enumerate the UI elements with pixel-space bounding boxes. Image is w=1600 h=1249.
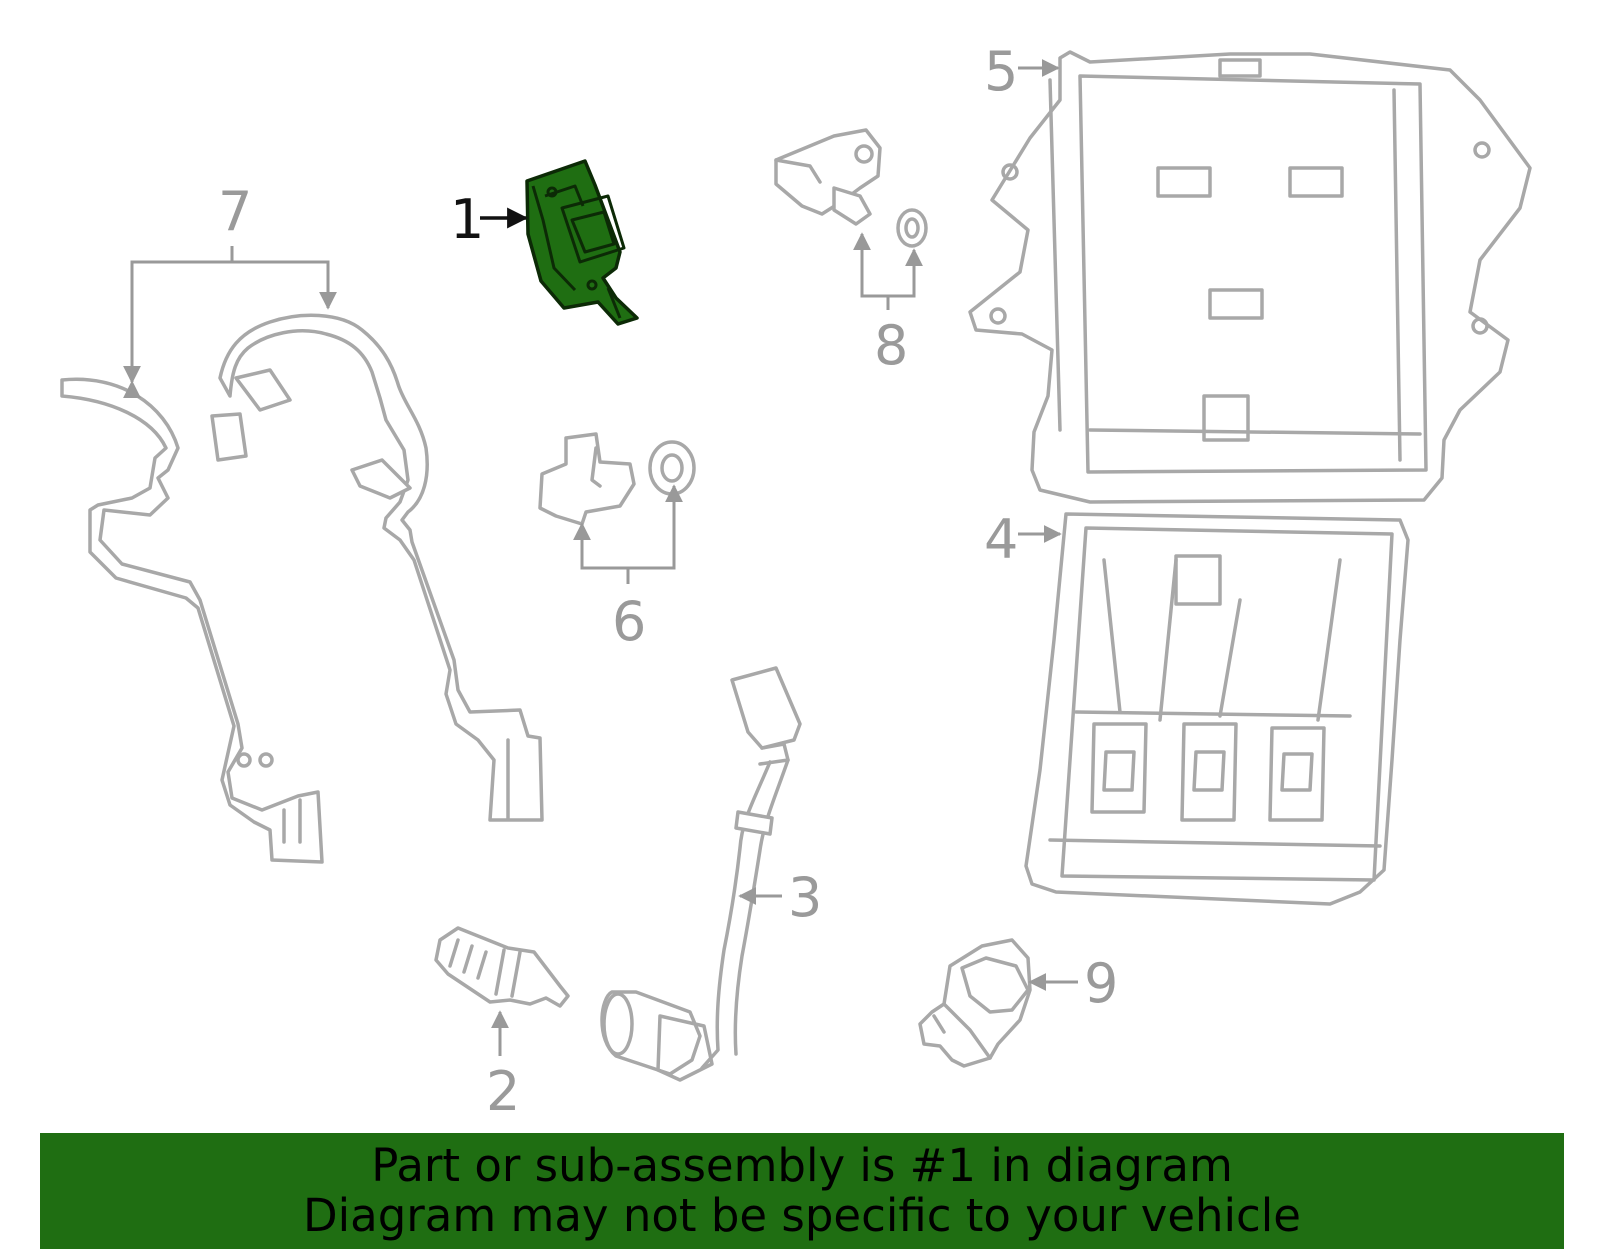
part-3-o2-sensor — [600, 666, 802, 1082]
callout-1: 1 — [450, 188, 484, 251]
banner-line-2: Diagram may not be specific to your vehi… — [303, 1189, 1301, 1242]
part-6-bracket — [538, 432, 696, 526]
part-4-ecm — [1024, 512, 1410, 906]
callout-2: 2 — [486, 1060, 520, 1123]
callout-7: 7 — [218, 180, 252, 243]
notice-banner: Part or sub-assembly is #1 in diagram Di… — [40, 1133, 1564, 1249]
callout-8: 8 — [874, 314, 908, 377]
callout-3: 3 — [788, 866, 822, 929]
callout-4: 4 — [984, 508, 1018, 571]
part-8-sensor — [774, 128, 928, 248]
part-2-sensor — [434, 926, 570, 1008]
callout-9: 9 — [1084, 952, 1118, 1015]
part-1-highlighted[interactable] — [525, 159, 639, 326]
leader-7-branches — [123, 260, 330, 399]
callout-5: 5 — [984, 40, 1018, 103]
banner-line-1: Part or sub-assembly is #1 in diagram — [371, 1139, 1233, 1192]
part-9-sensor — [918, 938, 1032, 1068]
part-5-cover — [968, 50, 1532, 504]
callout-6: 6 — [612, 590, 646, 653]
part-7-harness — [60, 313, 544, 864]
